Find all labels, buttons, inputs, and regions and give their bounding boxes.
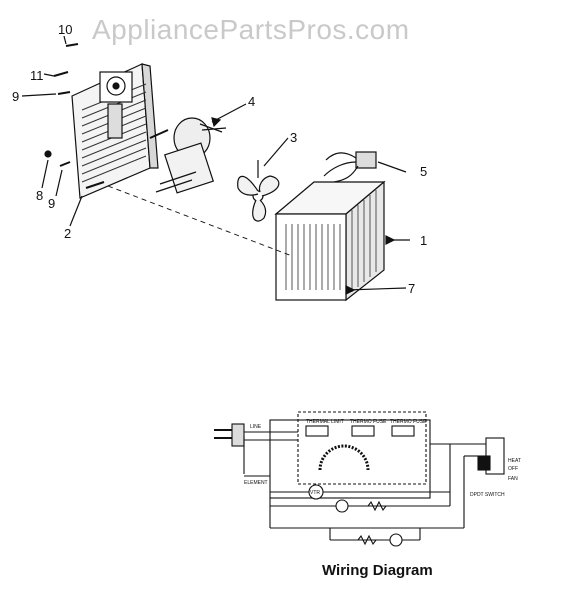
label-switch-fan: FAN: [508, 476, 518, 482]
callout-2: 2: [64, 226, 71, 241]
fan-motor: [155, 117, 227, 194]
callouts: 10 11 9 8 9 2 4 3 5 1 7: [12, 22, 427, 296]
switch-knob: [323, 151, 377, 183]
callout-5: 5: [420, 164, 427, 179]
label-switch-heat: HEAT: [508, 458, 521, 464]
label-line: LINE: [250, 424, 262, 430]
label-thermo-fuse-2: THERMO FUSE: [390, 419, 427, 425]
callout-10: 10: [58, 22, 72, 37]
label-thermal-limit: THERMAL LIMIT: [306, 419, 344, 425]
wiring-diagram: [214, 411, 505, 547]
fan-blade: [237, 160, 280, 222]
label-vtr: VTR: [310, 490, 320, 496]
callout-11: 11: [30, 68, 44, 83]
watermark: AppliancePartsPros.com: [92, 14, 410, 45]
callout-1: 1: [420, 233, 427, 248]
callout-3: 3: [290, 130, 297, 145]
callout-7: 7: [408, 281, 415, 296]
wiring-diagram-caption: Wiring Diagram: [322, 562, 433, 579]
callout-9-top: 9: [12, 89, 19, 104]
label-thermo-fuse-1: THERMO FUSE: [350, 419, 387, 425]
wiring-labels: THERMAL LIMIT THERMO FUSE THERMO FUSE LI…: [244, 419, 521, 498]
callout-8: 8: [36, 188, 43, 203]
exploded-view: [21, 35, 410, 302]
heating-element-assembly: [71, 63, 169, 199]
heater-housing: [274, 180, 386, 302]
label-switch-name: DPDT SWITCH: [470, 492, 505, 498]
callout-4: 4: [248, 94, 255, 109]
callout-9-bottom: 9: [48, 196, 55, 211]
label-element: ELEMENT: [244, 480, 268, 486]
label-switch-off: OFF: [508, 466, 518, 472]
